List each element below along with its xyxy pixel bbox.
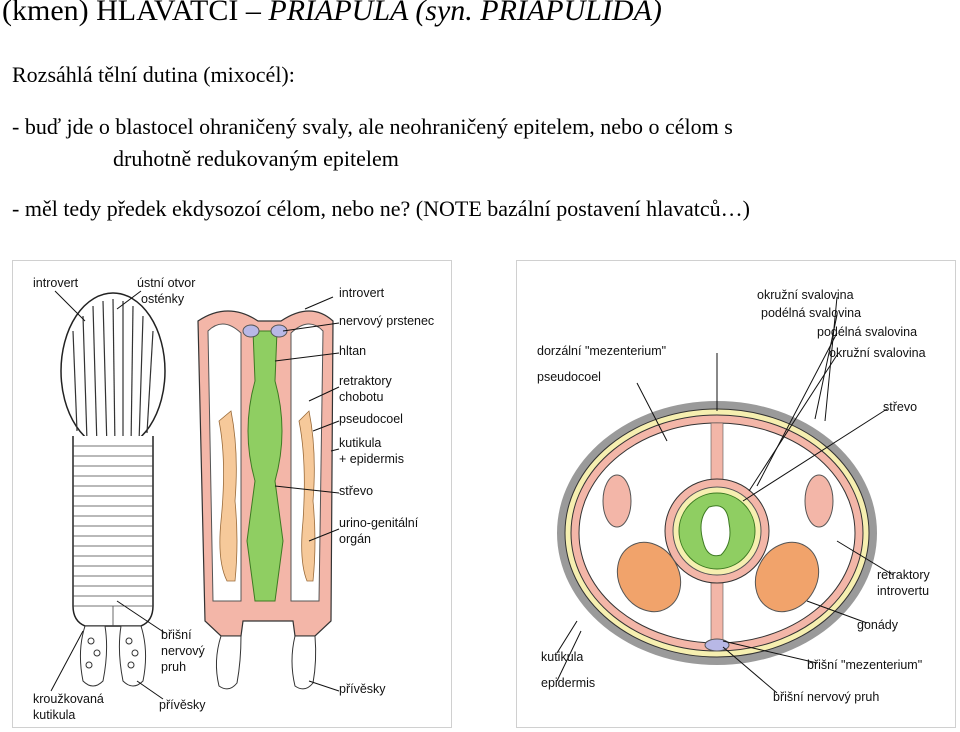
body-line-3: druhotně redukovaným epitelem	[113, 146, 399, 171]
title-plain: (kmen) HLAVATCI –	[2, 0, 269, 27]
label-mouth-2: osténky	[141, 292, 185, 306]
label-introvert-a: introvert	[33, 276, 79, 290]
label-urogenital-2: orgán	[339, 532, 371, 546]
label-gut-r: střevo	[883, 400, 917, 414]
label-ventral-2: nervový	[161, 644, 206, 658]
label-gonads: gonády	[857, 618, 899, 632]
label-cuticle-r: kutikula	[541, 650, 583, 664]
label-appendages-b: přívěsky	[339, 682, 386, 696]
label-epidermis: epidermis	[541, 676, 595, 690]
body-line-4: - měl tedy předek ekdysozoí célom, nebo …	[12, 196, 750, 221]
label-ring-cuticle-1: kroužkovaná	[33, 692, 104, 706]
label-retractor-2: chobotu	[339, 390, 384, 404]
label-long-muscle-b: podélná svalovina	[817, 325, 917, 339]
label-long-muscle-a: podélná svalovina	[761, 306, 861, 320]
left-figure-panel: introvert ústní otvor osténky introvert …	[12, 260, 452, 728]
title-italic: PRIAPULA (syn. PRIAPULIDA)	[268, 0, 662, 27]
label-pseudocoel-r: pseudocoel	[537, 370, 601, 384]
label-ventral-mesentery: břišní "mezenterium"	[807, 658, 922, 672]
label-cuticle-2: + epidermis	[339, 452, 404, 466]
label-ventral-nerve: břišní nervový pruh	[773, 690, 879, 704]
label-retractor-r-1: retraktory	[877, 568, 931, 582]
priapulid-section	[197, 310, 334, 690]
label-circ-muscle-a: okružní svalovina	[757, 288, 854, 302]
label-retractor-r-2: introvertu	[877, 584, 929, 598]
label-ring-cuticle-2: kutikula	[33, 708, 75, 722]
label-urogenital-1: urino-genitální	[339, 516, 419, 530]
label-cuticle-1: kutikula	[339, 436, 381, 450]
label-dorsal-mesentery: dorzální "mezenterium"	[537, 344, 666, 358]
label-ventral-3: pruh	[161, 660, 186, 674]
label-introvert-b: introvert	[339, 286, 385, 300]
label-gut: střevo	[339, 484, 373, 498]
cross-section	[557, 401, 877, 665]
body-line-2: - buď jde o blastocel ohraničený svaly, …	[12, 114, 733, 139]
right-figure-svg: okružní svalovina podélná svalovina podé…	[537, 288, 931, 704]
label-ventral-1: břišní	[161, 628, 192, 642]
left-figure-svg: introvert ústní otvor osténky introvert …	[33, 276, 434, 722]
label-pharynx: hltan	[339, 344, 366, 358]
label-appendages-a: přívěsky	[159, 698, 206, 712]
priapulid-external-body	[60, 292, 166, 687]
label-circ-muscle-b: okružní svalovina	[829, 346, 926, 360]
label-pseudocoel: pseudocoel	[339, 412, 403, 426]
label-nerve-ring: nervový prstenec	[339, 314, 434, 328]
page-title: (kmen) HLAVATCI – PRIAPULA (syn. PRIAPUL…	[2, 0, 662, 28]
right-figure-panel: okružní svalovina podélná svalovina podé…	[516, 260, 956, 728]
label-retractor-1: retraktory	[339, 374, 393, 388]
label-mouth-1: ústní otvor	[137, 276, 195, 290]
body-line-1: Rozsáhlá tělní dutina (mixocél):	[12, 62, 295, 87]
